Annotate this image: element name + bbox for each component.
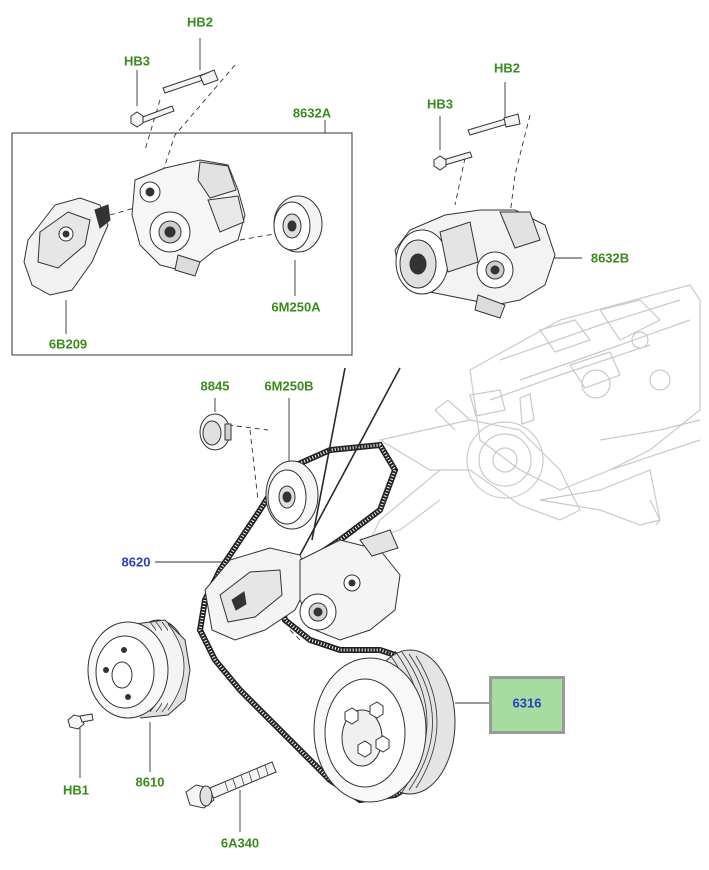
bolt-hb2-top (162, 69, 219, 94)
bolt-hb1 (67, 713, 94, 730)
belt-upper-lines (299, 367, 401, 556)
callout-8632a[interactable]: 8632A (292, 105, 332, 121)
callout-hb3-top[interactable]: HB3 (123, 53, 151, 69)
idler-6m250b (265, 460, 319, 530)
callout-6m250a[interactable]: 6M250A (271, 299, 321, 315)
assembly-8632b (394, 209, 556, 319)
bolt-hb3-top (130, 105, 175, 128)
callout-6m250b[interactable]: 6M250B (264, 378, 314, 394)
idler-6m250a (273, 195, 323, 253)
pulley-8610 (87, 619, 191, 719)
callout-6b209[interactable]: 6B209 (48, 336, 88, 352)
callout-hb3-right[interactable]: HB3 (426, 96, 454, 112)
callout-6316[interactable]: 6316 (512, 695, 542, 711)
assembly-8632a-frame (11, 132, 353, 356)
callout-hb2-right[interactable]: HB2 (493, 60, 521, 76)
bolt-hb2-right (467, 113, 521, 136)
callout-hb2-top[interactable]: HB2 (186, 14, 214, 30)
assembly-8632a-tensioner (131, 159, 246, 277)
damper-6316 (313, 649, 456, 803)
tensioner-middle (204, 529, 401, 641)
bolt-hb3-right (433, 151, 473, 171)
callout-8620[interactable]: 8620 (121, 554, 151, 570)
highlight-box-6316 (489, 676, 565, 734)
callout-8632b[interactable]: 8632B (590, 250, 630, 266)
callout-6a340[interactable]: 6A340 (220, 835, 260, 851)
callout-8610[interactable]: 8610 (135, 774, 165, 790)
callout-hb1[interactable]: HB1 (62, 782, 90, 798)
callout-8845[interactable]: 8845 (200, 378, 230, 394)
tensioner-6b209 (23, 197, 111, 296)
cap-8845 (199, 413, 232, 451)
bolt-6a340 (185, 761, 277, 809)
engine-block-ghost (368, 284, 701, 542)
